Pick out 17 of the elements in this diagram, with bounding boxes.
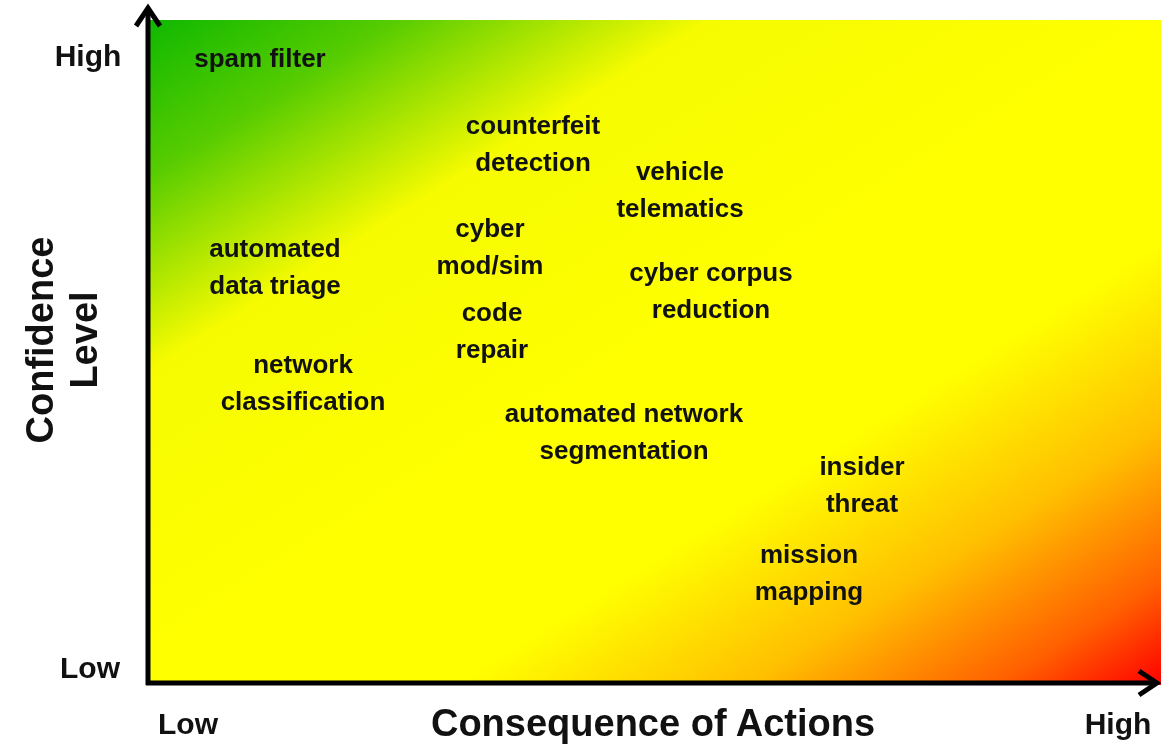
item-label: vehicle telematics	[615, 155, 745, 225]
axis-tick-label: Low	[59, 650, 121, 686]
axis-tick-label: Low	[157, 706, 219, 742]
axis-tick-label: High	[1083, 706, 1153, 742]
axis-tick-label: High	[53, 38, 123, 74]
item-label: cyber corpus reduction	[628, 256, 794, 326]
item-label: automated data triage	[208, 232, 342, 302]
item-label: network classification	[219, 348, 387, 418]
item-label: automated network segmentation	[503, 397, 745, 467]
item-label: spam filter	[193, 42, 327, 75]
item-label: cyber mod/sim	[435, 212, 545, 282]
axis-title: Consequence of Actions	[429, 703, 877, 743]
item-label: counterfeit detection	[464, 109, 602, 179]
item-label: code repair	[454, 296, 530, 366]
axis-title: Confidence Level	[18, 235, 106, 446]
item-label: insider threat	[818, 450, 906, 520]
item-label: mission mapping	[753, 538, 865, 608]
